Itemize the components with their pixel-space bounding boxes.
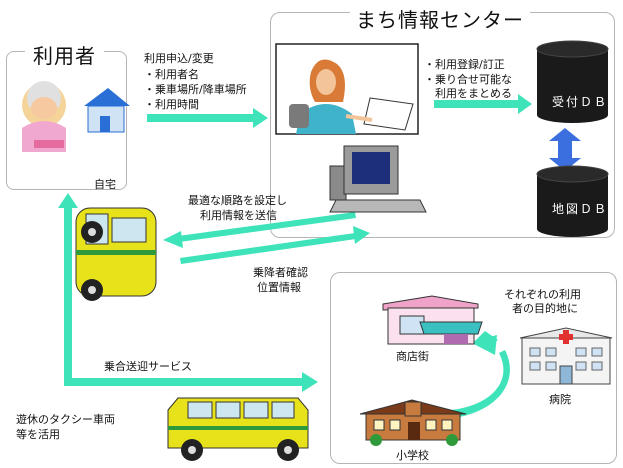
request-line-4: ・利用時間 <box>144 98 199 111</box>
school-illustration <box>359 399 467 446</box>
shop-label: 商店街 <box>396 350 429 363</box>
confirm-line-2: 位置情報 <box>257 281 301 294</box>
reception-db-label: 受付ＤＢ <box>552 95 609 109</box>
route-line-1: 最適な順路を設定し <box>188 194 287 207</box>
home-label: 自宅 <box>94 178 116 191</box>
hospital-illustration <box>519 327 613 385</box>
destination-arrow <box>452 331 510 418</box>
taxi-note-line-2: 等を活用 <box>16 428 60 441</box>
process-line-1: ・利用登録/訂正 <box>424 58 505 71</box>
center-title: まち情報センター <box>350 4 530 33</box>
operator-illustration <box>275 43 419 135</box>
shop-illustration <box>382 295 483 345</box>
db-exchange-arrow <box>549 128 581 171</box>
service-arrow <box>58 193 318 392</box>
van-illustration-bottom <box>167 397 309 461</box>
process-arrow <box>434 94 532 114</box>
request-line-2: ・利用者名 <box>144 68 199 81</box>
user-illustration <box>22 81 130 152</box>
route-line-2: 利用情報を送信 <box>200 209 277 222</box>
van-illustration-top <box>75 207 157 301</box>
confirm-arrow-to-center <box>180 226 370 264</box>
confirm-line-1: 乗降者確認 <box>253 266 308 279</box>
user-title: 利用者 <box>25 40 104 69</box>
process-line-3: 利用をまとめる <box>424 87 512 100</box>
process-line-2: ・乗り合せ可能な <box>424 73 512 86</box>
hospital-label: 病院 <box>549 393 571 406</box>
route-arrow-to-van <box>163 212 356 248</box>
map-db-label: 地図ＤＢ <box>552 202 609 216</box>
service-label: 乗合送迎サービス <box>104 360 192 373</box>
destination-heading-line-1: それぞれの利用 <box>504 288 581 301</box>
request-arrow <box>147 108 268 128</box>
computer-illustration <box>329 145 427 213</box>
school-label: 小学校 <box>396 449 429 462</box>
request-line-1: 利用申込/変更 <box>144 52 214 65</box>
reception-db-cylinder <box>536 40 609 123</box>
map-db-cylinder <box>536 165 609 237</box>
destination-heading-line-2: 者の目的地に <box>512 302 578 315</box>
request-line-3: ・乗車場所/降車場所 <box>144 83 247 96</box>
destinations-panel <box>330 272 617 464</box>
taxi-note-line-1: 遊休のタクシー車両 <box>16 413 115 426</box>
